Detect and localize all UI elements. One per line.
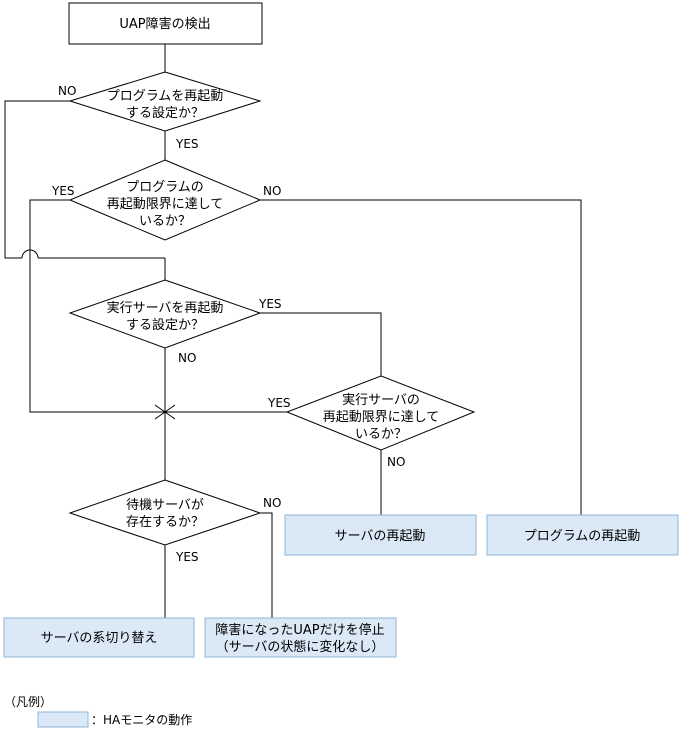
action-server-restart-text: サーバの再起動	[335, 529, 426, 544]
action-server-restart-box	[284, 514, 477, 556]
label-d2-yes: YES	[51, 184, 75, 198]
decision-standby-server	[68, 479, 262, 546]
label-d2-no: NO	[263, 184, 281, 198]
decision-standby-server-line1: 待機サーバが	[126, 498, 204, 513]
action-switchover-box	[3, 617, 195, 658]
decision-standby-server-line2: 存在するか？	[126, 515, 204, 530]
decision-program-restart-limit	[68, 159, 262, 241]
label-d3-no: NO	[178, 351, 196, 365]
label-d1-yes: YES	[175, 137, 199, 151]
action-program-restart-box	[486, 514, 679, 556]
action-stop-uap-box	[204, 617, 397, 658]
label-d1-no: NO	[58, 84, 76, 98]
decision-server-restart-limit-line2: 再起動限界に達して	[323, 410, 440, 425]
label-d5-yes: YES	[175, 550, 199, 564]
decision-restart-server-line2: する設定か？	[126, 317, 204, 333]
decision-server-restart-limit-line3: いるか？	[355, 427, 407, 442]
label-d3-yes: YES	[258, 297, 282, 311]
decision-server-restart-limit	[285, 375, 476, 451]
action-program-restart-text: プログラムの再起動	[524, 529, 641, 544]
connector-lines	[4, 44, 582, 618]
decision-restart-program-line2: する設定か？	[126, 105, 204, 121]
label-d4-yes: YES	[267, 396, 291, 410]
decision-program-restart-limit-line3: いるか？	[139, 214, 191, 229]
legend-text: ：HAモニタの動作	[91, 713, 192, 727]
start-text: UAP障害の検出	[119, 16, 210, 32]
decision-restart-server-line1: 実行サーバを再起動	[107, 300, 224, 316]
decision-restart-program-line1: プログラムを再起動	[107, 89, 224, 104]
label-d5-no: NO	[263, 496, 281, 510]
decision-program-restart-limit-line2: 再起動限界に達して	[107, 197, 224, 212]
decision-program-restart-limit-line1: プログラムの	[126, 180, 204, 195]
action-stop-uap-line1: 障害になったUAPだけを停止	[215, 622, 384, 638]
decision-server-restart-limit-line1: 実行サーバの	[342, 392, 420, 408]
decision-restart-program	[68, 71, 262, 132]
legend-title: （凡例）	[4, 695, 52, 709]
junction-cross-mark	[154, 404, 176, 420]
action-switchover-text: サーバの系切り替え	[41, 631, 158, 646]
action-stop-uap-line2: （サーバの状態に変化なし）	[216, 639, 385, 655]
decision-restart-server	[68, 279, 262, 349]
label-d4-no: NO	[387, 455, 405, 469]
legend-swatch	[37, 711, 89, 728]
start-box	[68, 2, 263, 45]
